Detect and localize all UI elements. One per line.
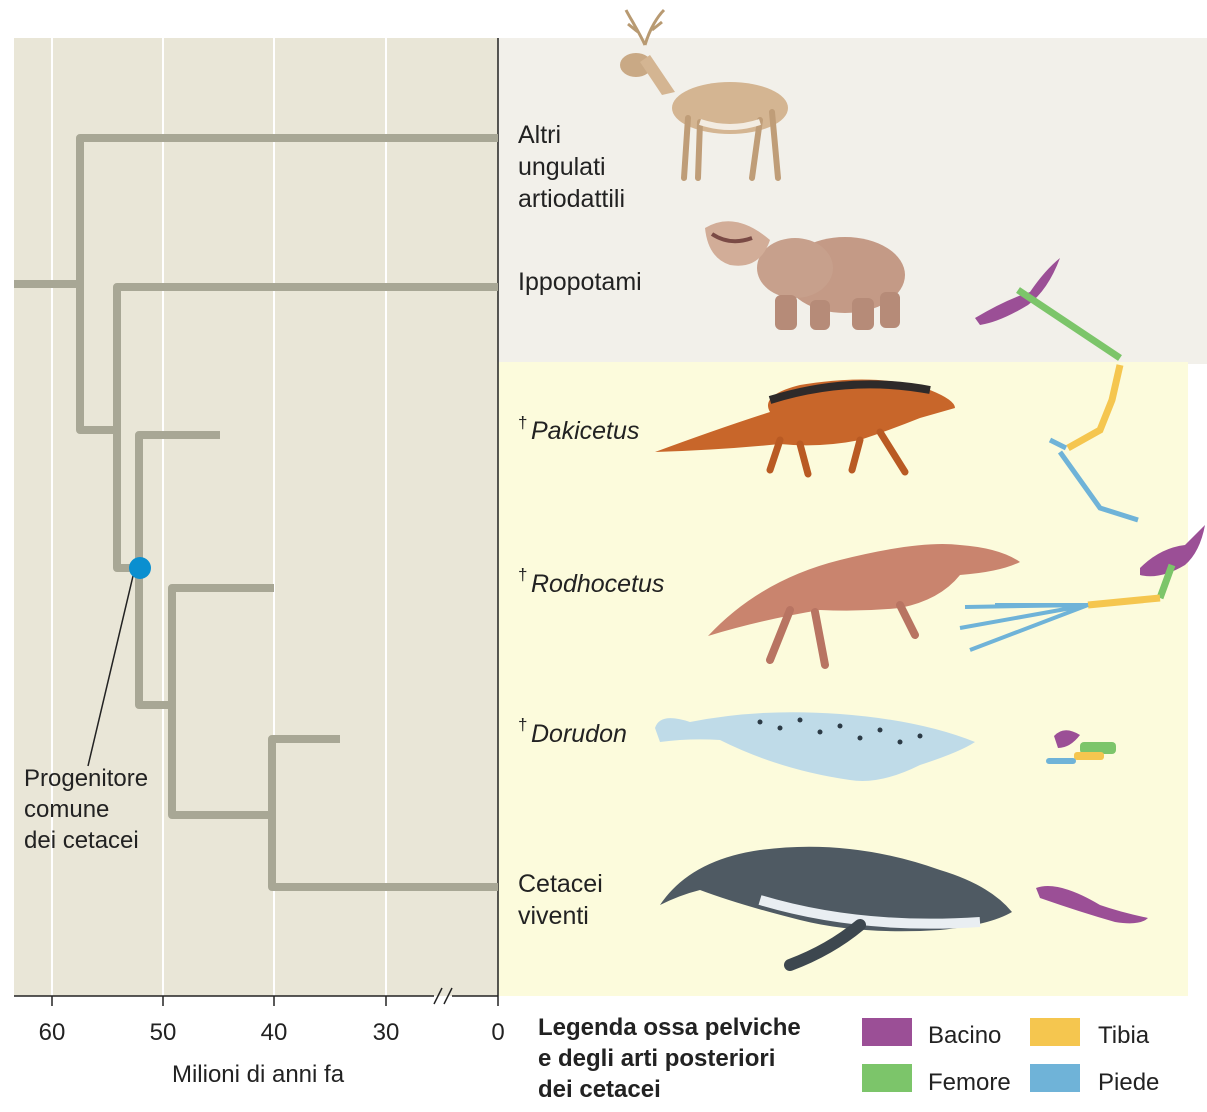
taxon-living-cetaceans-line-1: Cetacei (518, 870, 603, 898)
taxon-hippos: Ippopotami (518, 268, 642, 296)
ancestor-label-line-3: dei cetacei (24, 827, 139, 854)
legend-label-piede: Piede (1098, 1069, 1159, 1096)
taxon-artiodactyls-line-1: Altri (518, 121, 561, 149)
legend-swatch-piede (1030, 1064, 1080, 1092)
axis-tick-40: 40 (261, 1019, 288, 1046)
taxon-pakicetus: Pakicetus (531, 417, 639, 445)
legend-swatch-tibia (1030, 1018, 1080, 1046)
taxon-artiodactyls-line-2: ungulati (518, 153, 606, 181)
taxon-pakicetus-dagger: † (518, 413, 527, 432)
taxon-artiodactyls-line-3: artiodattili (518, 185, 625, 213)
axis-tick-0: 0 (491, 1019, 504, 1046)
ancestor-node (129, 557, 151, 579)
legend-label-tibia: Tibia (1098, 1022, 1150, 1049)
taxon-dorudon-dagger: † (518, 715, 527, 734)
taxon-dorudon: Dorudon (531, 720, 627, 748)
axis-tick-50: 50 (150, 1019, 177, 1046)
taxon-rodhocetus: Rodhocetus (531, 570, 664, 598)
taxon-living-cetaceans-line-2: viventi (518, 902, 589, 930)
legend-label-femore: Femore (928, 1069, 1011, 1096)
axis-tick-30: 30 (373, 1019, 400, 1046)
legend-label-bacino: Bacino (928, 1022, 1001, 1049)
taxon-rodhocetus-dagger: † (518, 565, 527, 584)
legend-title-line-2: e degli arti posteriori (538, 1045, 775, 1072)
axis-label: Milioni di anni fa (172, 1061, 345, 1088)
legend-title-line-1: Legenda ossa pelviche (538, 1014, 801, 1041)
ancestor-label-line-2: comune (24, 796, 109, 823)
legend-title-line-3: dei cetacei (538, 1076, 661, 1103)
axis-tick-60: 60 (39, 1019, 66, 1046)
legend-swatch-bacino (862, 1018, 912, 1046)
legend-swatch-femore (862, 1064, 912, 1092)
ancestor-label-line-1: Progenitore (24, 765, 148, 792)
